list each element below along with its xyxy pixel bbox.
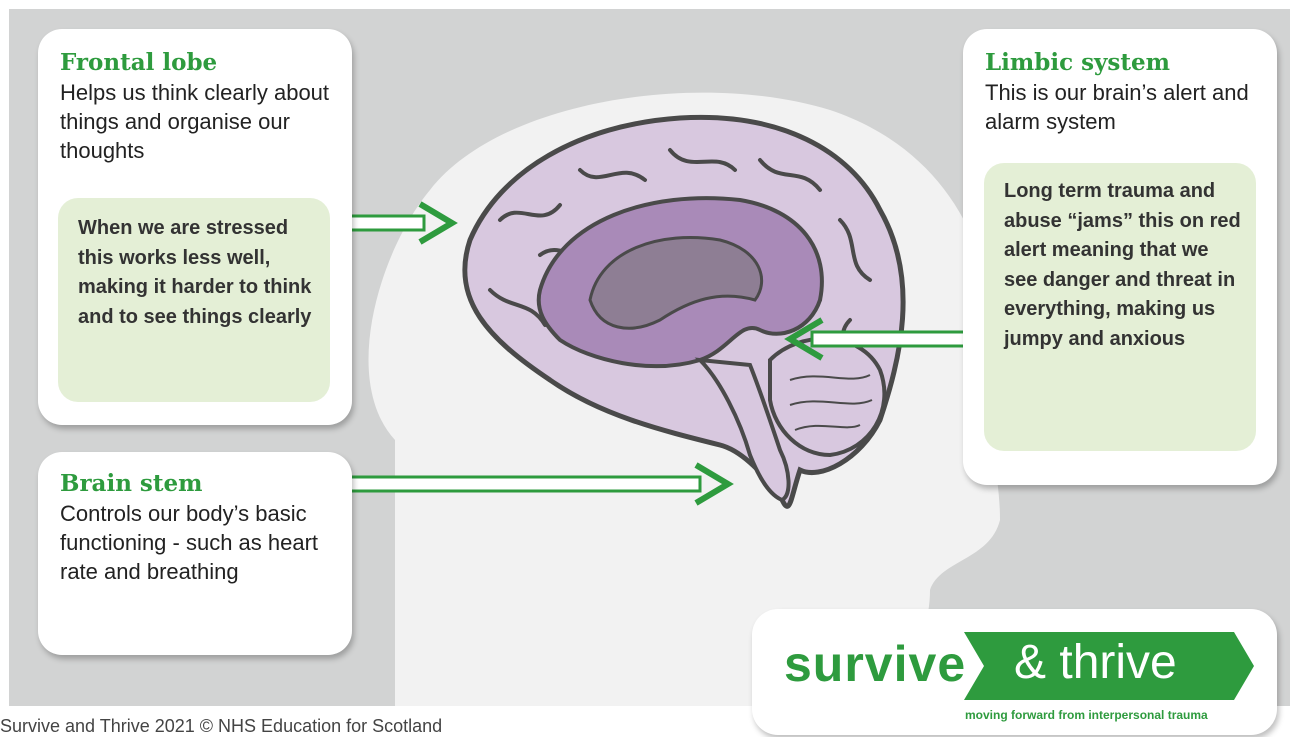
logo-ribbon-shape bbox=[964, 632, 1254, 700]
cerebellum bbox=[768, 336, 887, 458]
limbic-system-title: Limbic system bbox=[985, 49, 1170, 76]
frontal-lobe-description: Helps us think clearly about things and … bbox=[60, 80, 330, 163]
frontal-lobe-title: Frontal lobe bbox=[60, 49, 218, 76]
brain-corpus bbox=[588, 236, 764, 330]
brain-stem-shape bbox=[694, 357, 791, 503]
limbic-system-note: Long term trauma and abuse “jams” this o… bbox=[984, 163, 1256, 451]
arrow-brain-stem bbox=[340, 462, 734, 506]
logo-tagline: moving forward from interpersonal trauma bbox=[965, 708, 1208, 722]
arrow-limbic bbox=[784, 317, 972, 361]
frontal-lobe-note: When we are stressed this works less wel… bbox=[58, 198, 330, 402]
limbic-system-description: This is our brain’s alert and alarm syst… bbox=[985, 80, 1249, 134]
cerebellum-folds bbox=[789, 374, 873, 431]
survive-thrive-logo: survive & thrive moving forward from int… bbox=[752, 609, 1277, 735]
limbic-system-card: Limbic system This is our brain’s alert … bbox=[963, 29, 1277, 485]
frontal-lobe-card: Frontal lobe Helps us think clearly abou… bbox=[38, 29, 352, 425]
brain-stem-description: Controls our body’s basic functioning - … bbox=[60, 501, 319, 584]
brain-stem-card: Brain stem Controls our body’s basic fun… bbox=[38, 452, 352, 655]
logo-thrive-text: & thrive bbox=[1014, 636, 1177, 689]
brain-stem-title: Brain stem bbox=[60, 470, 203, 497]
logo-survive-text: survive bbox=[784, 636, 967, 692]
copyright-footer: Survive and Thrive 2021 © NHS Education … bbox=[0, 716, 443, 736]
